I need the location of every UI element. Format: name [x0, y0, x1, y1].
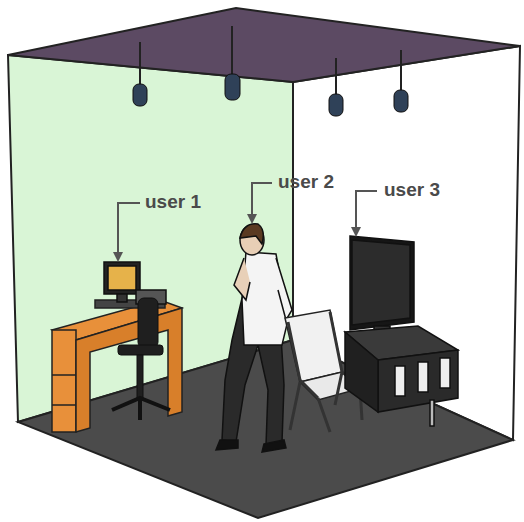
desk [52, 300, 182, 432]
television [345, 236, 458, 426]
user-label: user 3 [384, 180, 440, 199]
right-wall [293, 46, 520, 440]
office-chair [112, 298, 170, 420]
ceiling-cameras [133, 26, 408, 116]
computer [104, 262, 166, 304]
user-label: user 2 [278, 172, 334, 191]
ceiling [8, 8, 520, 82]
walking-man [216, 224, 292, 452]
leader-lines [113, 183, 377, 262]
user-label: user 1 [145, 192, 201, 211]
